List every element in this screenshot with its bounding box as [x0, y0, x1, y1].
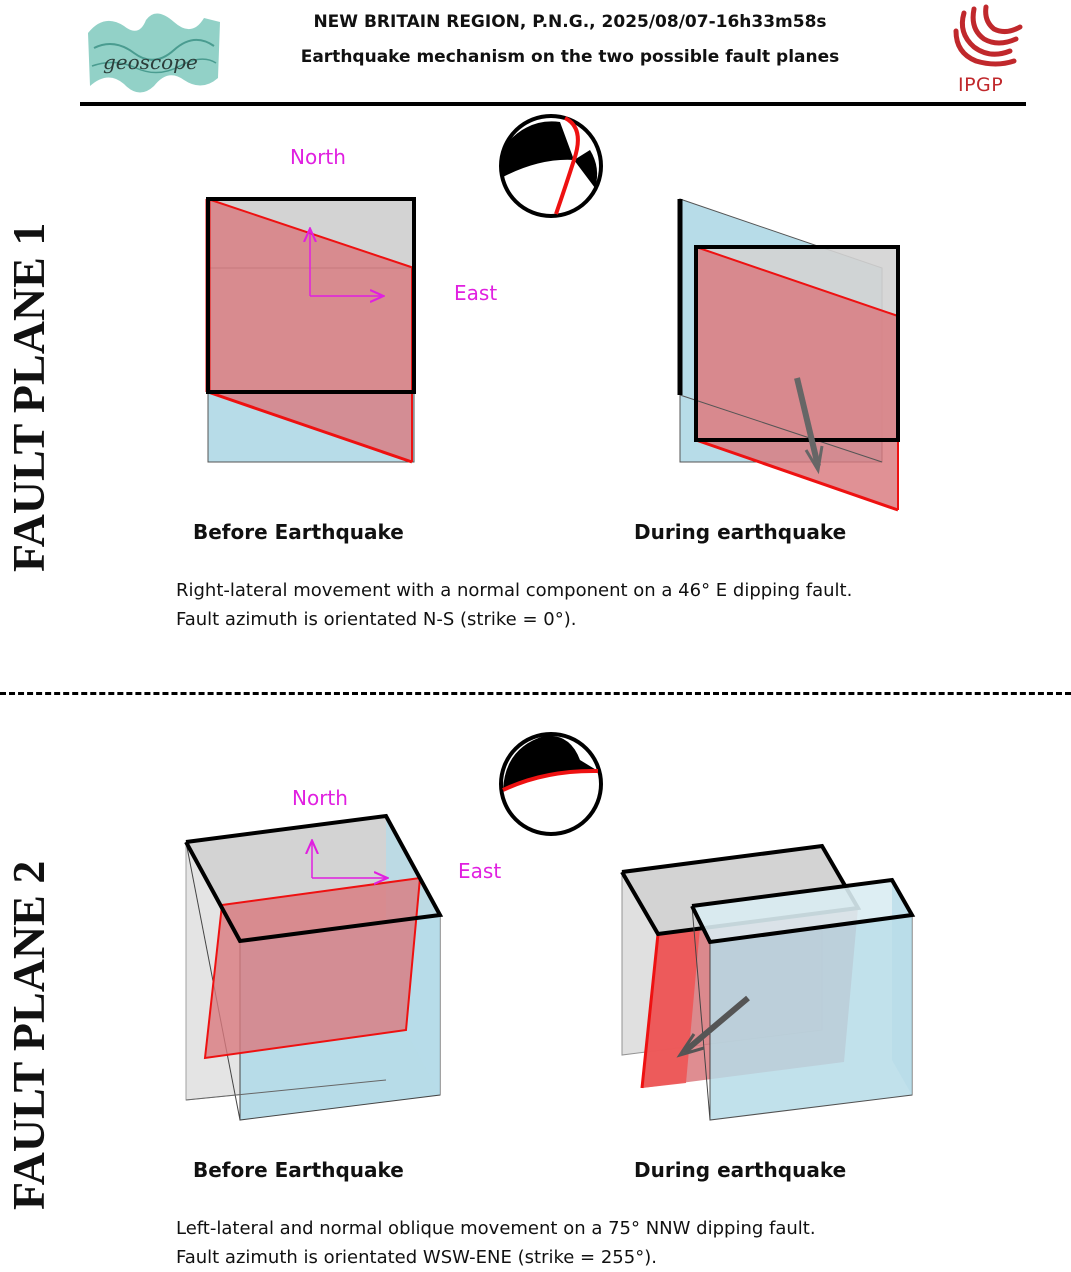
- page-title: NEW BRITAIN REGION, P.N.G., 2025/08/07-1…: [313, 12, 827, 32]
- geoscope-logo: [88, 13, 220, 93]
- fp1-description-line2: Fault azimuth is orientated N-S (strike …: [176, 609, 577, 630]
- fp1-description: Right-lateral movement with a normal com…: [176, 576, 852, 634]
- fp1-before-caption: Before Earthquake: [193, 520, 404, 544]
- fp2-during-block: [620, 843, 916, 1121]
- beachball-1: [499, 114, 603, 218]
- geoscope-logo-text: geoscope: [103, 50, 198, 74]
- page-subtitle: Earthquake mechanism on the two possible…: [300, 47, 840, 67]
- fp2-description: Left-lateral and normal oblique movement…: [176, 1214, 816, 1272]
- fp2-description-line2: Fault azimuth is orientated WSW-ENE (str…: [176, 1247, 657, 1268]
- fp2-before-block: [184, 813, 444, 1121]
- fp1-north-label: North: [290, 145, 346, 169]
- fp2-north-label: North: [292, 786, 348, 810]
- fp2-description-line1: Left-lateral and normal oblique movement…: [176, 1218, 816, 1239]
- fp1-during-caption: During earthquake: [634, 520, 847, 544]
- beachball-2: [499, 732, 603, 836]
- fp1-before-block: [205, 197, 416, 464]
- fp2-before-caption: Before Earthquake: [193, 1158, 404, 1182]
- fp1-during-block: [677, 198, 900, 512]
- fp2-east-label: East: [458, 859, 501, 883]
- ipgp-logo: [953, 4, 1023, 67]
- section-divider: [0, 692, 1071, 695]
- header-divider: [80, 102, 1026, 106]
- ipgp-logo-text: IPGP: [958, 74, 1004, 96]
- fp2-during-caption: During earthquake: [634, 1158, 847, 1182]
- fp1-description-line1: Right-lateral movement with a normal com…: [176, 580, 853, 601]
- fp1-east-label: East: [454, 281, 497, 305]
